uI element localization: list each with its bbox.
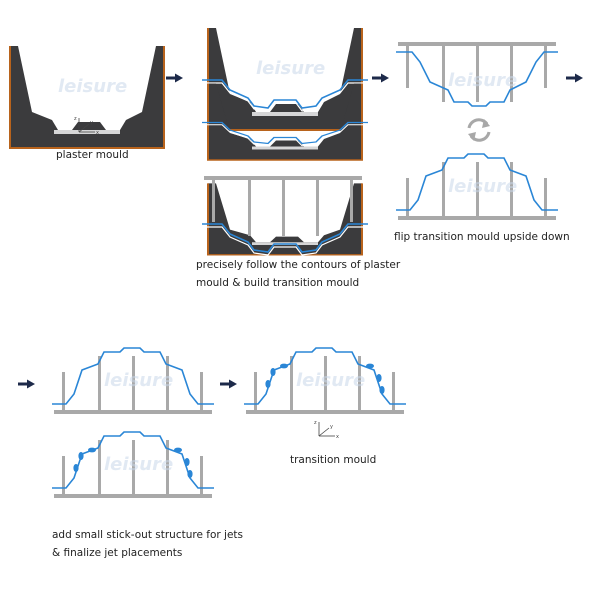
watermark-4: leisure bbox=[448, 176, 517, 197]
caption-transition-mould: transition mould bbox=[290, 454, 377, 466]
watermark-7: leisure bbox=[296, 370, 365, 391]
axis-z-1: z bbox=[74, 116, 77, 122]
caption-stickout-line1: add small stick-out structure for jets bbox=[52, 529, 244, 541]
plaster-mould-block: leisure bbox=[9, 45, 165, 149]
caption-follow-contours-line1: precisely follow the contours of plaster bbox=[196, 259, 401, 271]
axis-y-2: y bbox=[330, 424, 333, 430]
transition-mould-hanging: leisure bbox=[396, 42, 558, 107]
rotate-icon bbox=[467, 118, 491, 142]
arrow-right-2 bbox=[372, 73, 389, 83]
axis-x-1: x bbox=[96, 130, 99, 136]
arrow-right-3 bbox=[566, 73, 583, 83]
caption-plaster-mould: plaster mould bbox=[56, 149, 129, 161]
caption-stickout: add small stick-out structure for jets &… bbox=[52, 526, 243, 562]
caption-stickout-line2: & finalize jet placements bbox=[52, 547, 183, 559]
axis-indicator-2: z y x bbox=[314, 420, 339, 440]
arrow-right-1 bbox=[166, 73, 183, 83]
axis-x-2: x bbox=[336, 434, 339, 440]
watermark-5: leisure bbox=[104, 370, 173, 391]
axis-y-1: y bbox=[90, 120, 93, 126]
transition-mould-final: leisure bbox=[243, 347, 407, 414]
arrow-right-4 bbox=[18, 379, 35, 389]
watermark-1: leisure bbox=[58, 76, 127, 97]
caption-flip: flip transition mould upside down bbox=[394, 231, 570, 243]
transition-mould-upright-2: leisure bbox=[51, 347, 215, 414]
watermark-2: leisure bbox=[256, 58, 325, 79]
watermark-6: leisure bbox=[104, 454, 173, 475]
plaster-with-frame bbox=[201, 176, 369, 256]
axis-z-2: z bbox=[314, 420, 317, 426]
transition-mould-upright-1: leisure bbox=[395, 153, 559, 220]
watermark-3: leisure bbox=[448, 70, 517, 91]
caption-follow-contours-line2: mould & build transition mould bbox=[196, 277, 360, 289]
caption-follow-contours: precisely follow the contours of plaster… bbox=[196, 256, 400, 292]
transition-mould-with-jets: leisure bbox=[51, 431, 215, 498]
plaster-with-shell-1: leisure bbox=[201, 27, 369, 131]
arrow-right-5 bbox=[220, 379, 237, 389]
axis-indicator-1: z y x bbox=[74, 116, 99, 136]
